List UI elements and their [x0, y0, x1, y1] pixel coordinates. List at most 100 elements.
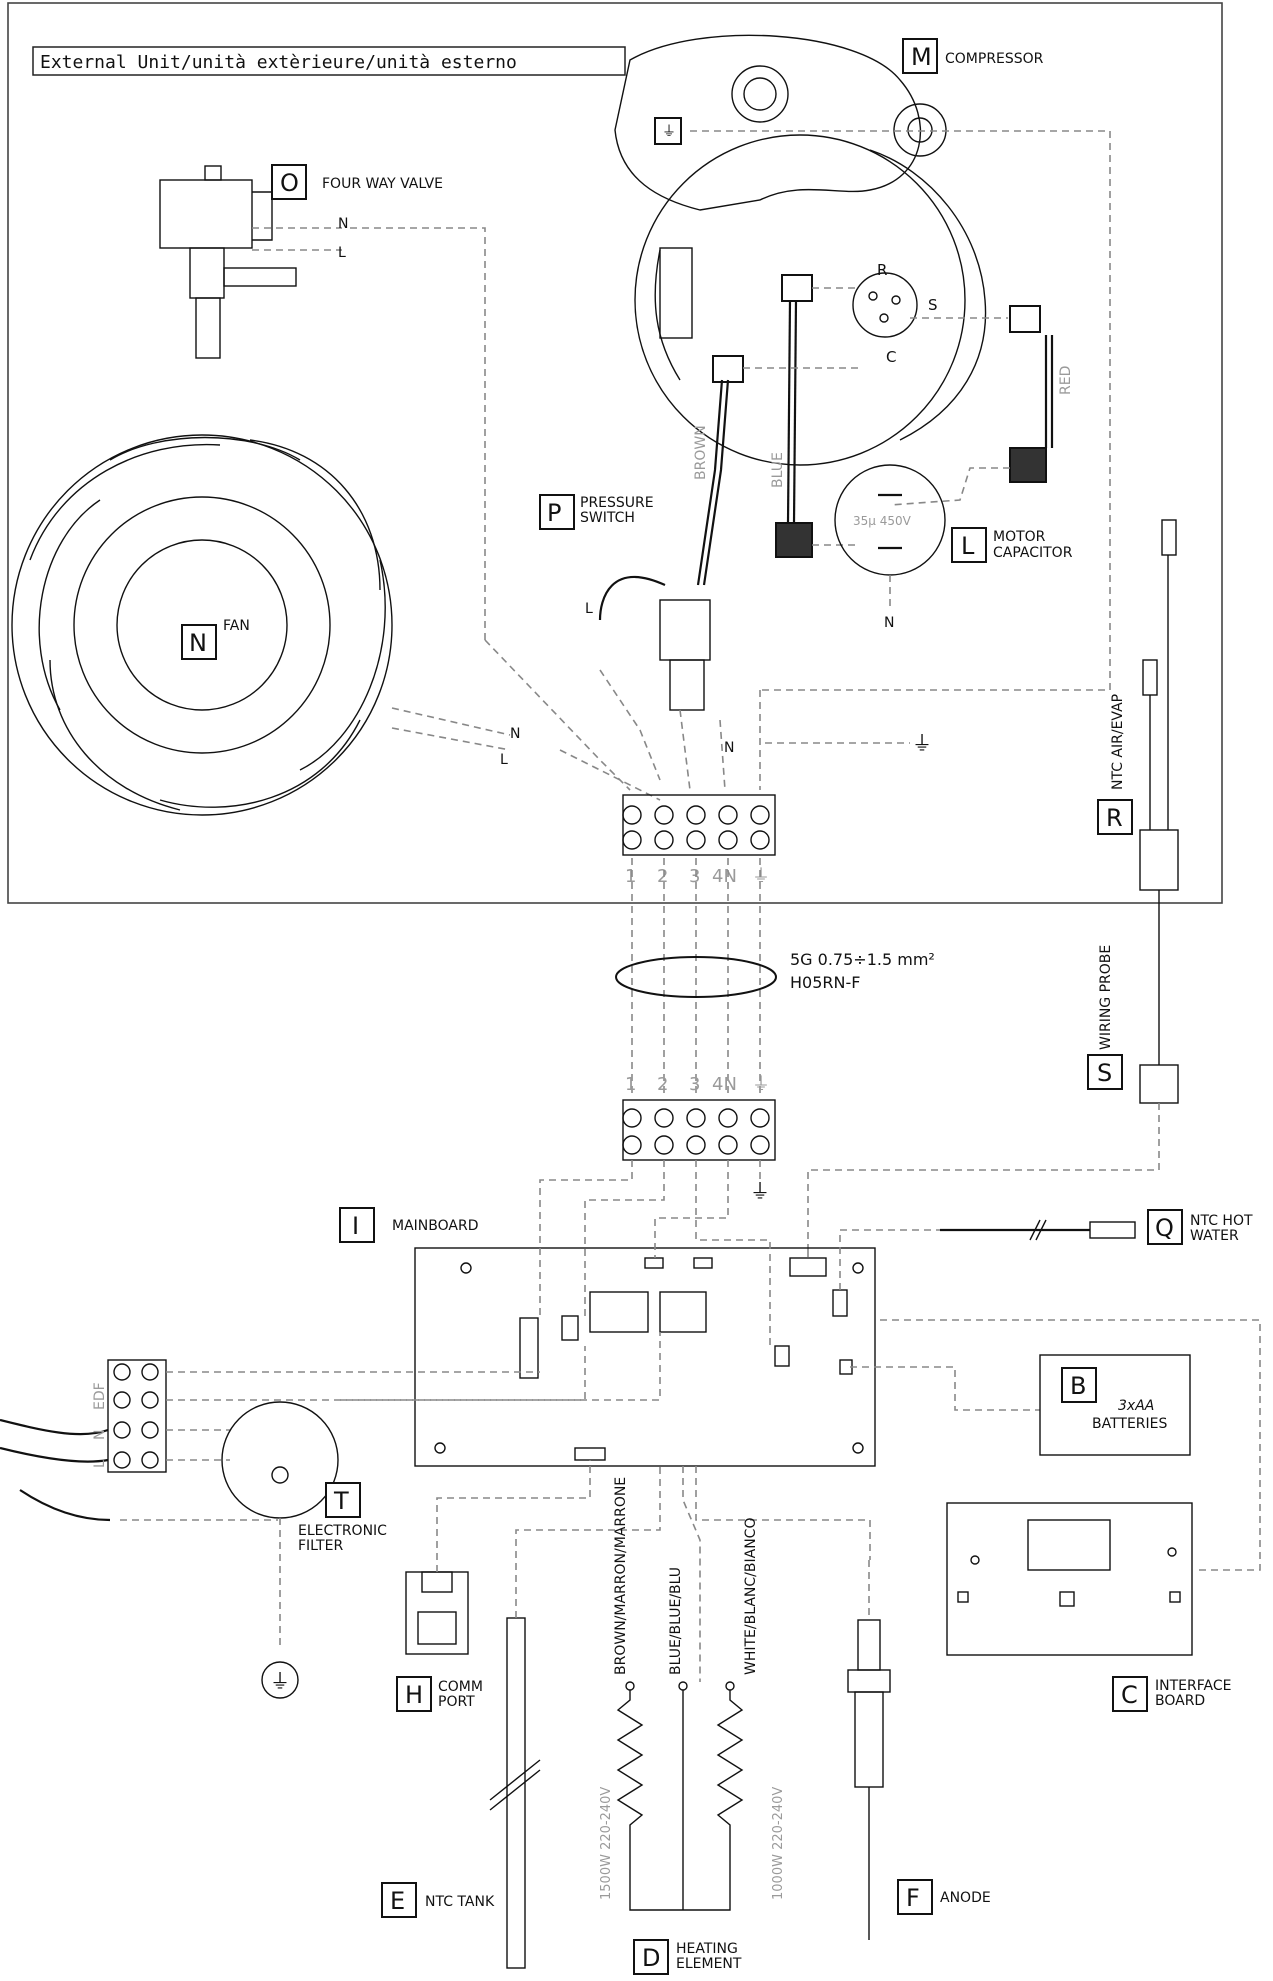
- capacitor-rating: 35μ 450V: [853, 514, 912, 528]
- capacitor-label-1: MOTOR: [993, 529, 1046, 545]
- interface-board-label-2: BOARD: [1155, 1693, 1205, 1709]
- terminal-block-top: [622, 794, 776, 856]
- heating-rating-right: 1000W 220-240V: [771, 1787, 786, 1900]
- interface-board-label-1: INTERFACE: [1155, 1678, 1231, 1694]
- batteries-label-1: 3xAA: [1118, 1398, 1154, 1414]
- block-bottom-ground: ⏚: [752, 1074, 770, 1095]
- ntc-hot-water-label-1: NTC HOT: [1190, 1213, 1253, 1229]
- terminal-r-label: R: [877, 261, 887, 279]
- block-top-label-1: 1: [625, 866, 636, 887]
- batteries-box: [1039, 1354, 1191, 1456]
- valve-label: FOUR WAY VALVE: [322, 176, 443, 192]
- heating-wire-right: WHITE/BLANC/BIANCO: [743, 1518, 759, 1675]
- block-bottom-label-3: 3: [689, 1074, 700, 1095]
- batteries-label-2: BATTERIES: [1092, 1416, 1168, 1432]
- cable-ellipse: [615, 956, 777, 998]
- connector-red-bottom: [1009, 447, 1047, 483]
- terminal-s-label: S: [928, 296, 938, 314]
- wiring-probe-id: S: [1097, 1059, 1112, 1087]
- pressure-switch-label-1: PRESSURE: [580, 495, 654, 511]
- interface-board-id-box: [1112, 1676, 1148, 1712]
- heating-element: [616, 1466, 871, 1911]
- mainboard: [414, 1247, 876, 1467]
- heating-label-2: ELEMENT: [676, 1956, 742, 1972]
- interface-board: [946, 1502, 1193, 1656]
- ntc-tank-id-box: [381, 1882, 417, 1918]
- block-top-label-2: 2: [657, 866, 668, 887]
- mainboard-id-box: [339, 1207, 375, 1243]
- block-bottom-label-1: 1: [625, 1074, 636, 1095]
- ntc-hot-water-label-2: WATER: [1190, 1228, 1239, 1244]
- valve-id: O: [280, 169, 299, 197]
- compressor-id: M: [911, 43, 932, 71]
- fan-n-mark: N: [510, 726, 520, 742]
- batteries-id-box: [1061, 1367, 1097, 1403]
- wiring-probe-id-box: [1087, 1054, 1123, 1090]
- ntc-tank: [489, 1466, 661, 1969]
- ntc-air-probe: [807, 519, 1179, 1250]
- anode-label: ANODE: [940, 1890, 991, 1906]
- mainboard-id: I: [352, 1212, 359, 1240]
- valve-l-mark: L: [338, 245, 346, 261]
- valve-n-mark: N: [338, 216, 348, 232]
- filter-label-1: ELECTRONIC: [298, 1523, 387, 1539]
- mains-edf: EDF: [92, 1382, 108, 1410]
- wiring-probe-label: WIRING PROBE: [1098, 945, 1114, 1050]
- comm-port: [405, 1460, 591, 1655]
- comm-port-id-box: [396, 1676, 432, 1712]
- comm-port-id: H: [405, 1681, 423, 1709]
- connector-blue-bottom: [775, 522, 813, 558]
- mains-n: N: [92, 1430, 108, 1440]
- capacitor-id: L: [961, 532, 975, 560]
- connector-red-top: [1009, 305, 1041, 333]
- ntc-hot-water-id-box: [1147, 1209, 1183, 1245]
- block-top-label-4: 4N: [712, 866, 737, 887]
- heating-rating-left: 1500W 220-240V: [599, 1787, 614, 1900]
- connector-brown: [712, 355, 744, 383]
- capacitor-label-2: CAPACITOR: [993, 545, 1073, 561]
- terminal-block-bottom: [622, 1099, 776, 1161]
- heating-wire-left: BROWN/MARRON/MARRONE: [613, 1477, 629, 1675]
- pressure-switch-l-mark: L: [585, 601, 593, 617]
- svg-text:⏚: ⏚: [270, 1669, 290, 1693]
- ground-symbol-mid: ⏚: [750, 1179, 770, 1203]
- wire-red-label: RED: [1058, 366, 1074, 395]
- comm-port-label-1: COMM: [438, 1679, 483, 1695]
- cable-spec-2: H05RN-F: [790, 973, 860, 992]
- compressor-label: COMPRESSOR: [945, 51, 1044, 67]
- ntc-air-label: NTC AIR/EVAP: [1110, 694, 1126, 790]
- ntc-tank-id: E: [390, 1887, 405, 1915]
- heating-id-box: [633, 1939, 669, 1975]
- capacitor-id-box: [951, 527, 987, 563]
- block-bottom-label-2: 2: [657, 1074, 668, 1095]
- mains-l: L: [92, 1460, 108, 1468]
- mains-terminal-strip: [0, 1359, 167, 1522]
- mainboard-label: MAINBOARD: [392, 1218, 478, 1234]
- fan: [11, 434, 393, 816]
- ntc-hot-water: [940, 1219, 1136, 1241]
- electronic-filter: ⏚: [221, 1401, 339, 1699]
- compressor-id-box: [902, 38, 938, 74]
- svg-text:⏚: ⏚: [662, 124, 676, 140]
- motor-capacitor: [834, 464, 946, 610]
- heating-id: D: [642, 1944, 660, 1972]
- pressure-switch-id: P: [547, 499, 561, 527]
- block-bottom-label-4: 4N: [712, 1074, 737, 1095]
- compressor: ⏚: [614, 34, 987, 466]
- anode: [847, 1560, 891, 1940]
- pressure-switch-id-box: [539, 494, 575, 530]
- block-top-ground: ⏚: [752, 866, 770, 887]
- fan-id-box: [181, 624, 217, 660]
- block-n-mark: N: [724, 740, 734, 756]
- fan-l-mark: L: [500, 752, 508, 768]
- valve-id-box: [271, 164, 307, 200]
- terminal-c-label: C: [886, 348, 896, 366]
- ntc-tank-label: NTC TANK: [425, 1894, 495, 1910]
- external-unit-title-box: [32, 46, 626, 76]
- external-unit-title: External Unit/unità extèrieure/unità est…: [40, 52, 517, 73]
- filter-id: T: [333, 1487, 349, 1515]
- wire-brown-label: BROWN: [693, 425, 709, 480]
- interface-board-id: C: [1121, 1681, 1138, 1709]
- four-way-valve: [159, 165, 297, 359]
